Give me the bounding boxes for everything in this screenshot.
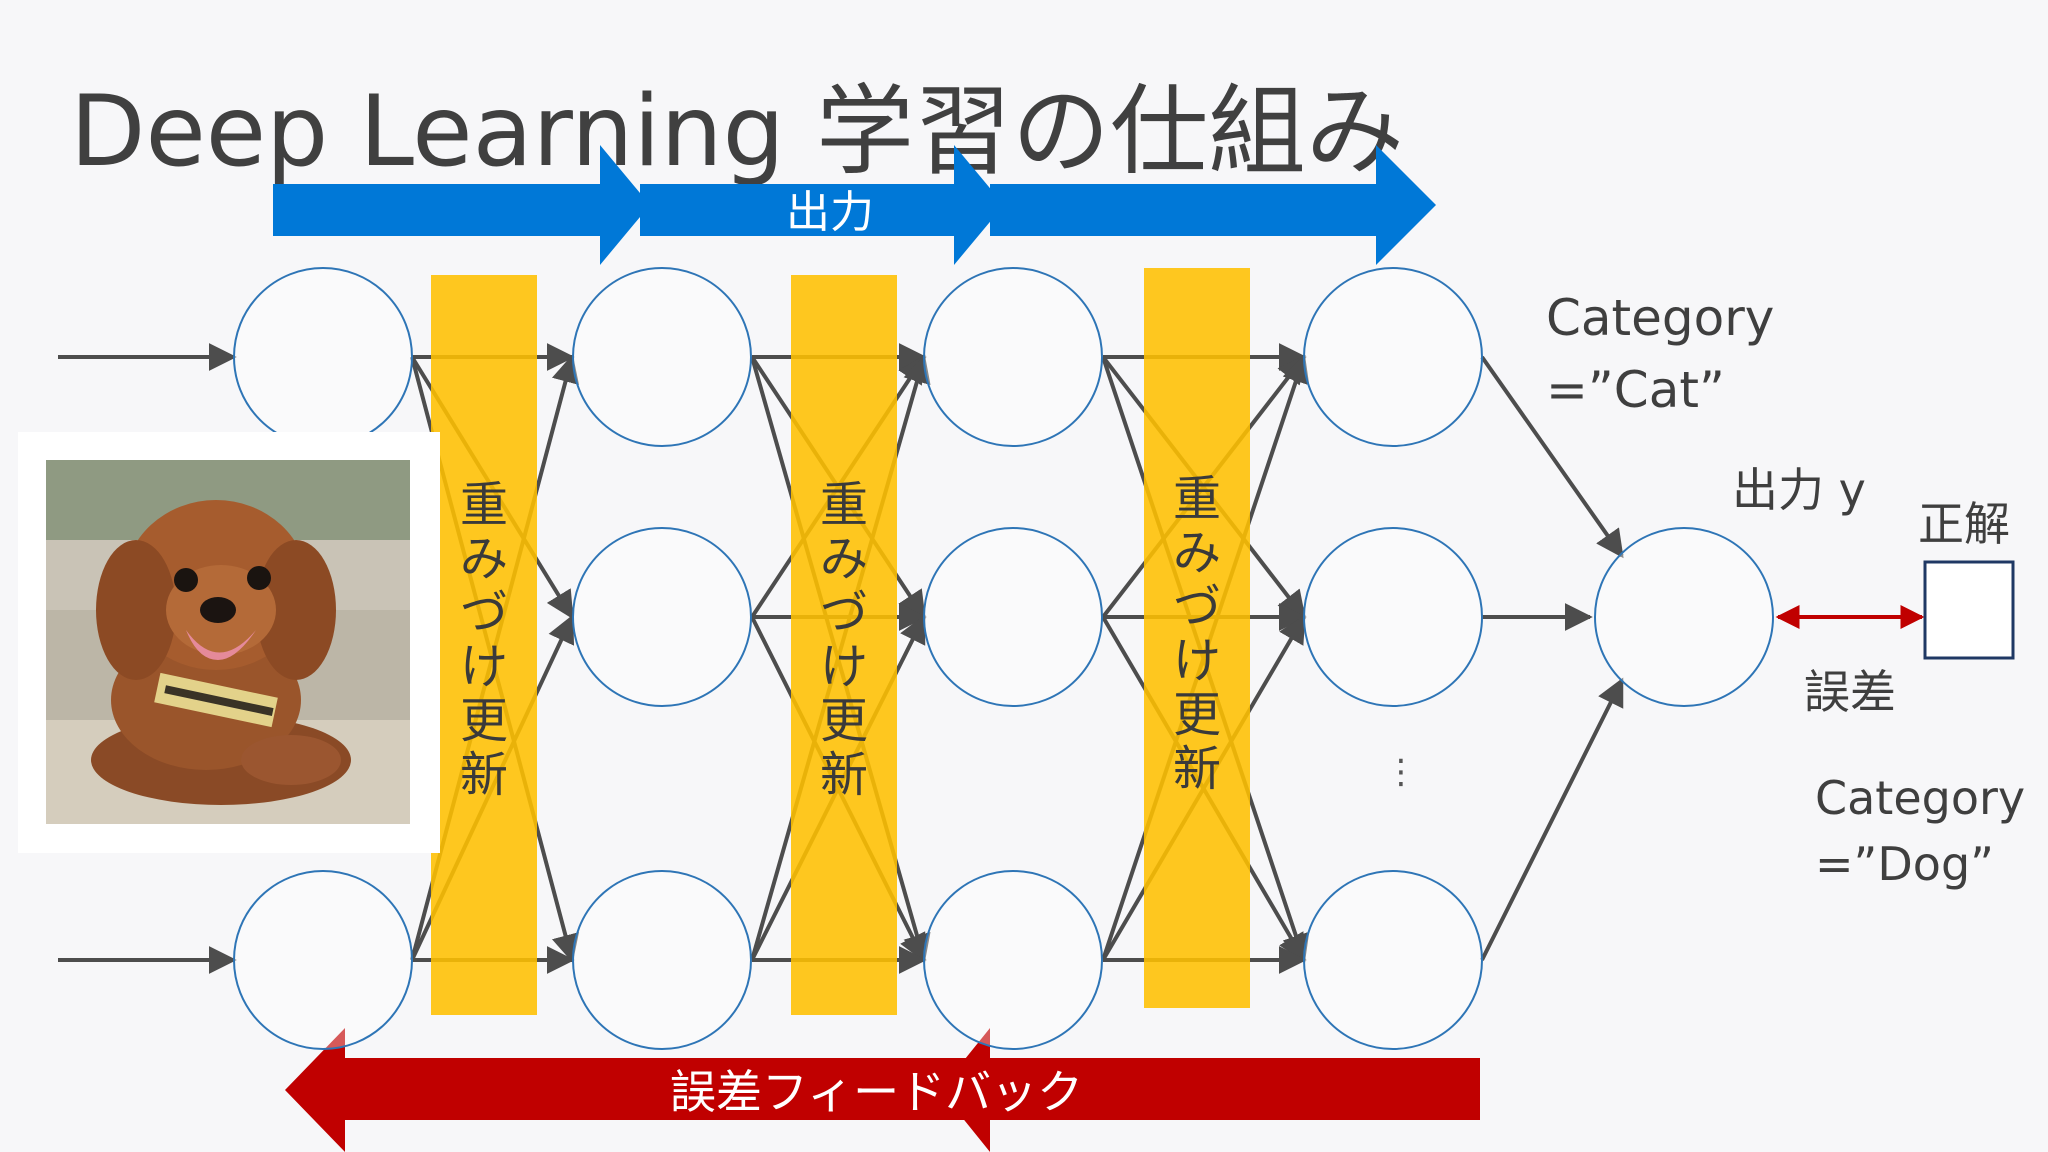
node-h3-2	[1303, 527, 1483, 707]
feedback-arrow	[285, 1028, 1480, 1152]
feedback-arrow-segment-1	[940, 1028, 1480, 1152]
category-cat-line2: =”Cat”	[1546, 361, 1725, 419]
error-label: 誤差	[1804, 665, 1896, 719]
weight-char: 重	[1172, 471, 1221, 527]
weight-char: け	[1172, 633, 1221, 689]
node-input-1	[233, 267, 413, 447]
node-h2-2	[923, 527, 1103, 707]
weight-char: 新	[1172, 741, 1221, 797]
correct-label: 正解	[1918, 497, 2010, 551]
category-dog-line1: Category	[1815, 771, 2026, 825]
output-y-label: 出力 y	[1732, 463, 1866, 517]
forward-arrow-segment-1	[273, 145, 650, 265]
weight-char: づ	[459, 585, 508, 641]
weight-char: み	[819, 531, 868, 587]
weight-update-label-1: 重 み づ け 更 新	[430, 478, 538, 802]
nodes	[233, 267, 1774, 1050]
node-h3-1	[1303, 267, 1483, 447]
node-h1-1	[572, 267, 752, 447]
weight-char: 新	[459, 747, 508, 803]
weight-char: 新	[819, 747, 868, 803]
node-h2-1	[923, 267, 1103, 447]
correct-answer-box	[1923, 560, 2015, 660]
weight-bar-2	[791, 275, 897, 1015]
weight-char: 重	[819, 477, 868, 533]
slide-title: Deep Learning 学習の仕組み	[70, 75, 1405, 189]
weight-char: け	[459, 639, 508, 695]
weight-char: み	[1172, 525, 1221, 581]
weight-bar-3	[1144, 268, 1250, 1008]
node-h3-3	[1303, 870, 1483, 1050]
weight-char: 更	[1172, 687, 1221, 743]
node-h2-3	[923, 870, 1103, 1050]
dog-photo-frame	[18, 432, 440, 853]
weight-char: づ	[1172, 579, 1221, 635]
weight-update-label-2: 重 み づ け 更 新	[790, 478, 898, 802]
forward-arrow-segment-3	[990, 145, 1436, 265]
forward-arrow-segment-2	[640, 145, 1004, 265]
dog-illustration	[46, 460, 410, 824]
weight-bar-1	[431, 275, 537, 1015]
weight-char: け	[819, 639, 868, 695]
node-h1-2	[572, 527, 752, 707]
feedback-arrow-segment-2	[285, 1028, 990, 1152]
edge	[1480, 355, 1624, 559]
edge	[1480, 677, 1624, 961]
weight-char: づ	[819, 585, 868, 641]
weight-char: 更	[459, 693, 508, 749]
vertical-ellipsis: ⋮	[1384, 752, 1418, 792]
category-cat-line1: Category	[1546, 289, 1775, 347]
node-input-2	[233, 870, 413, 1050]
weight-char: 更	[819, 693, 868, 749]
category-dog-line2: =”Dog”	[1815, 837, 1994, 891]
forward-arrow-label: 出力	[786, 187, 874, 238]
weight-update-bars	[431, 268, 1250, 1015]
weight-update-label-3: 重 み づ け 更 新	[1143, 472, 1251, 796]
dog-photo	[46, 460, 410, 824]
node-output	[1594, 527, 1774, 707]
weight-char: 重	[459, 477, 508, 533]
forward-arrow	[273, 145, 1436, 265]
node-h1-3	[572, 870, 752, 1050]
weight-char: み	[459, 531, 508, 587]
feedback-arrow-label: 誤差フィードバック	[670, 1065, 1084, 1119]
